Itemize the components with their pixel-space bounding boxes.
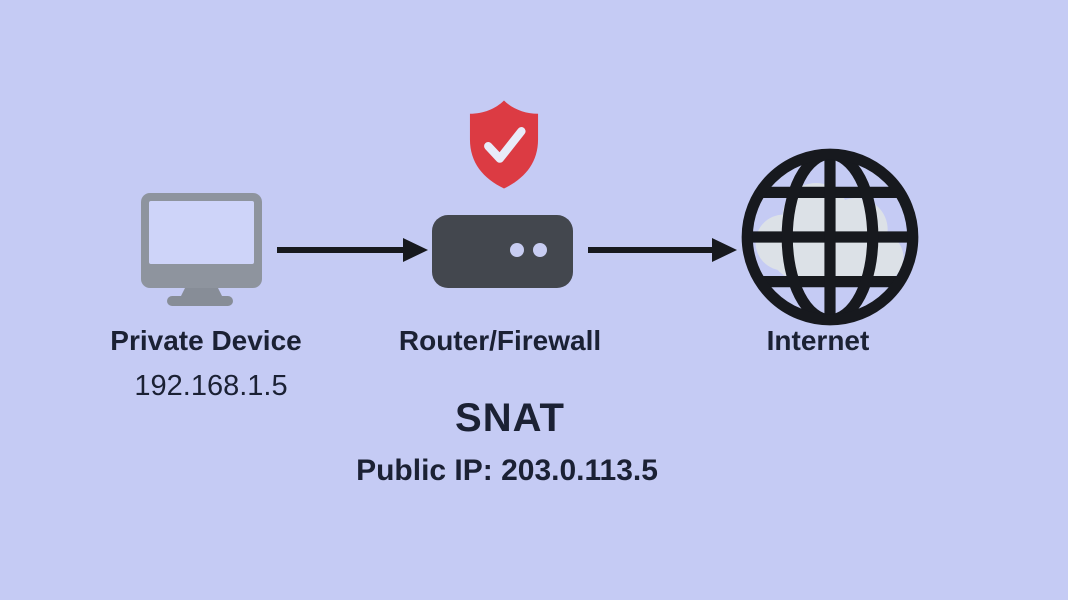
arrow-device-to-router-icon: [277, 238, 428, 262]
router-led-dot: [533, 243, 547, 257]
public-ip-label: Public IP: 203.0.113.5: [356, 454, 658, 487]
private-device-ip: 192.168.1.5: [134, 370, 288, 402]
router-label: Router/Firewall: [398, 325, 602, 356]
monitor-icon: [141, 193, 262, 306]
router-icon: [432, 215, 573, 288]
shield-check-icon: [469, 100, 539, 189]
snat-title: SNAT: [455, 396, 565, 440]
private-device-label: Private Device: [110, 325, 302, 356]
internet-label: Internet: [766, 325, 870, 356]
router-led-dot: [510, 243, 524, 257]
globe-cloud-icon: [741, 148, 919, 326]
arrow-router-to-internet-icon: [588, 238, 737, 262]
